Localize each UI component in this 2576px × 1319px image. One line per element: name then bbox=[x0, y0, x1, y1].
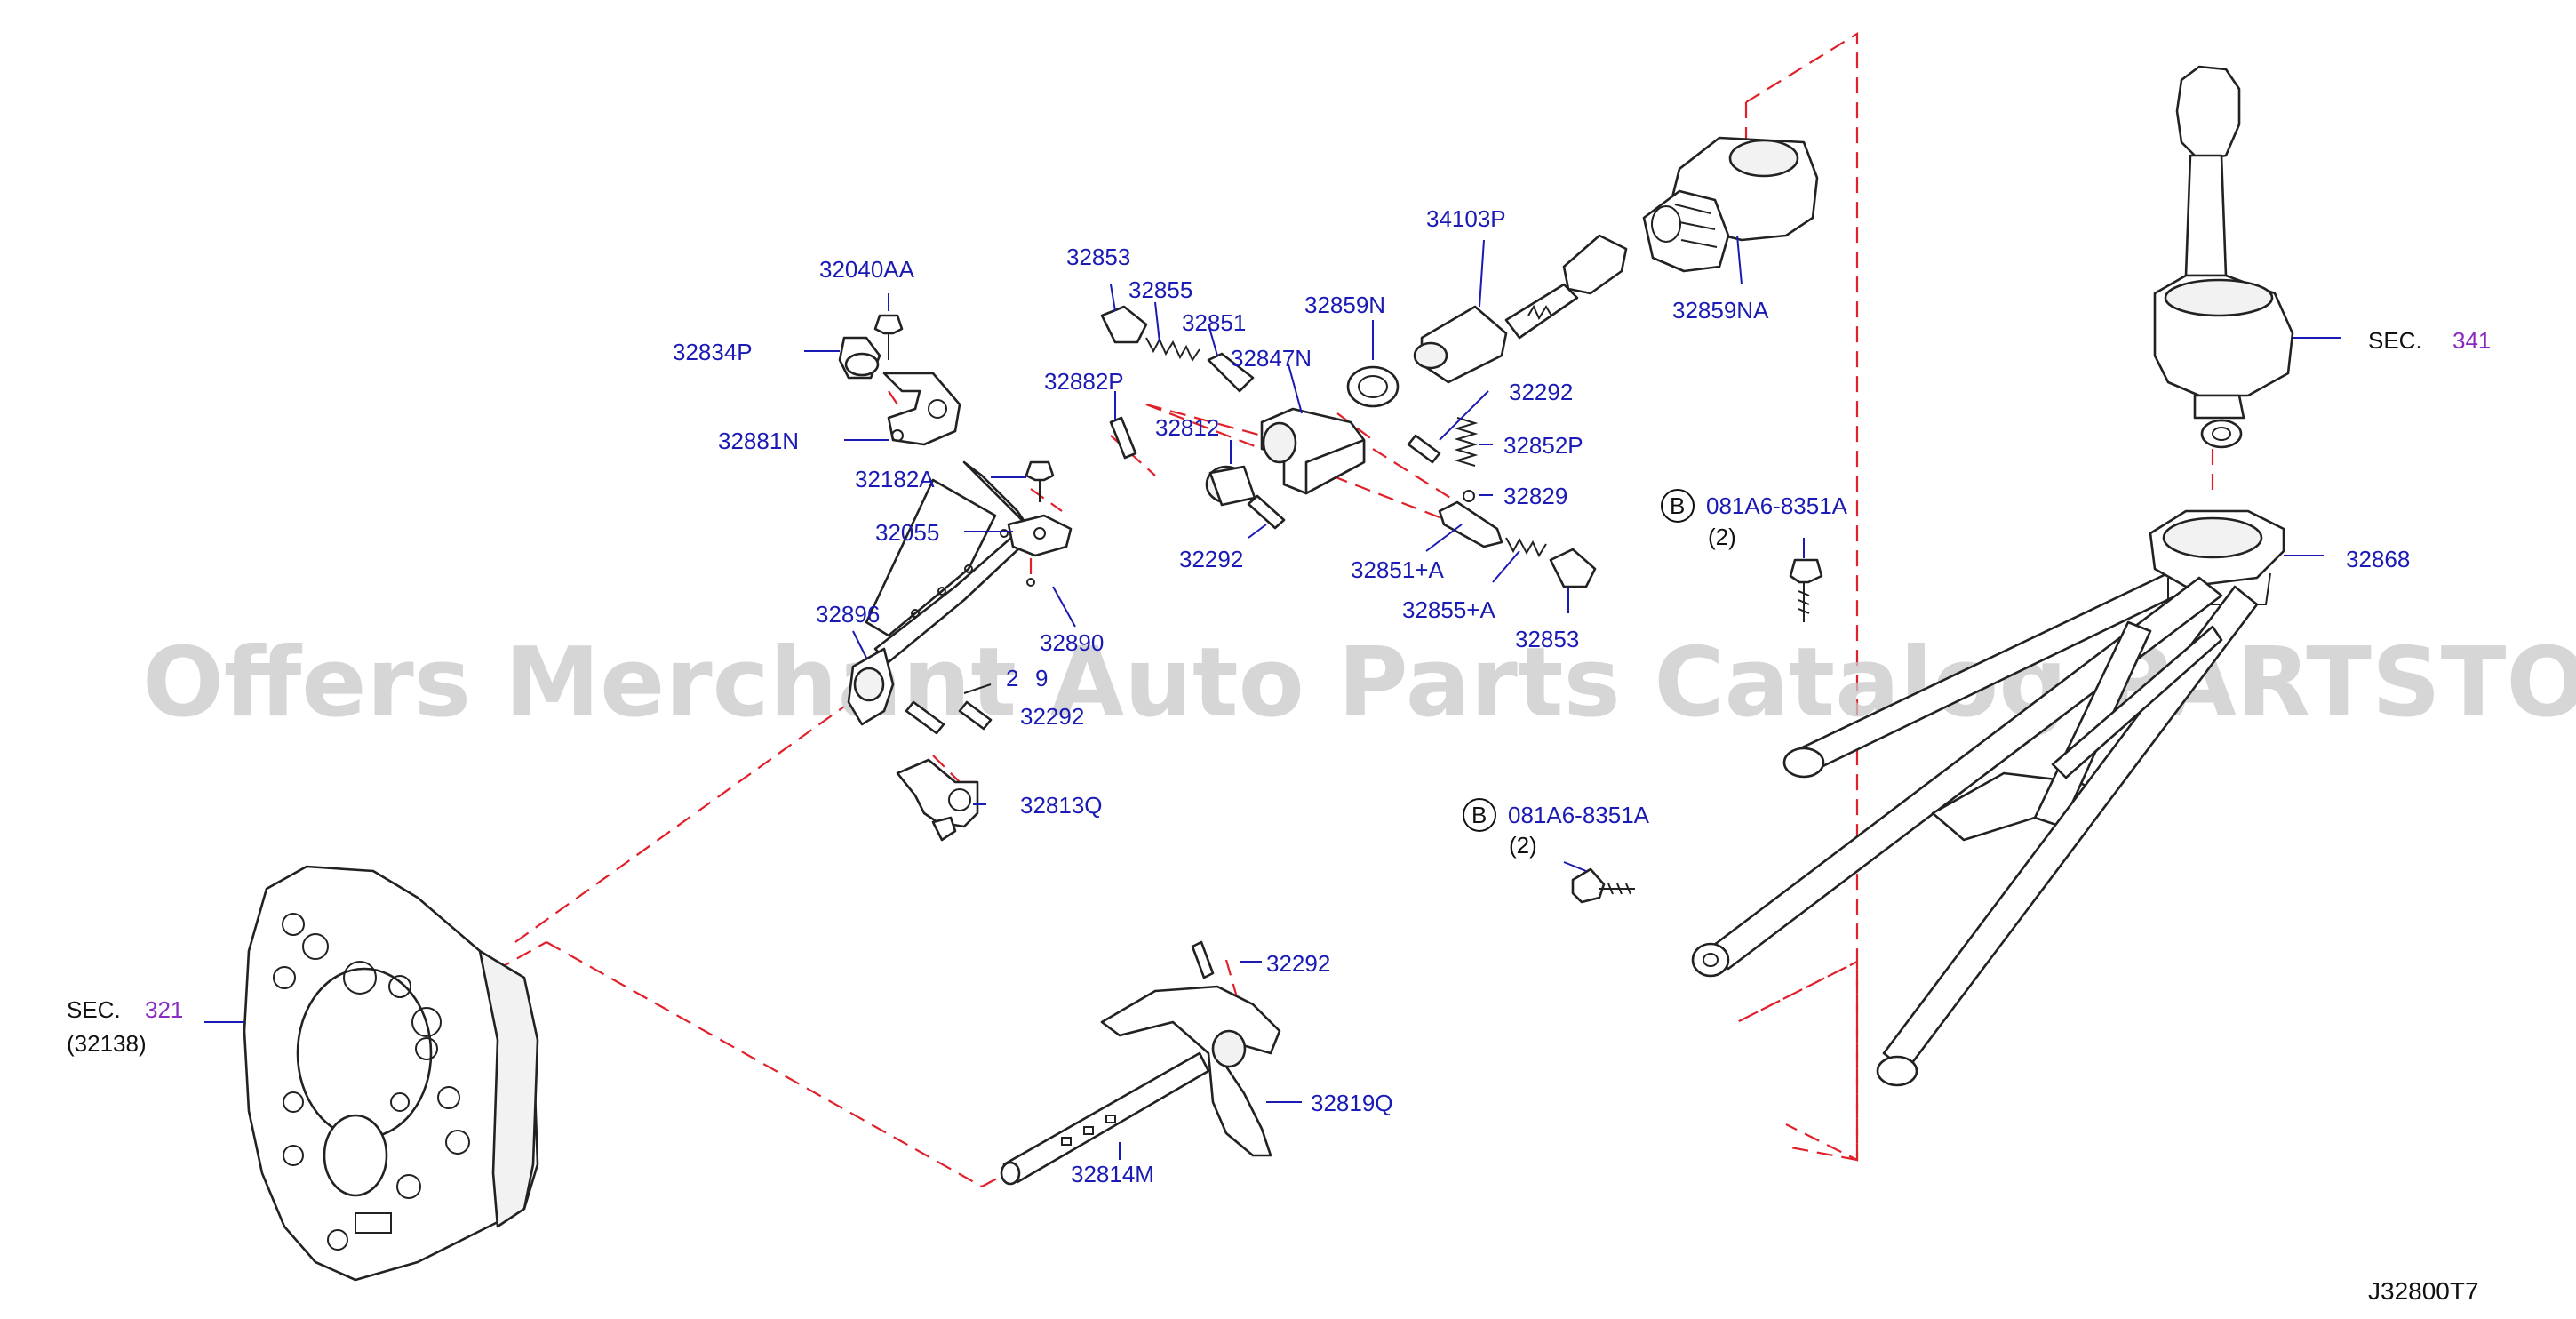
label-32055[interactable]: 32055 bbox=[875, 519, 939, 546]
section-right-prefix: SEC. bbox=[2368, 327, 2422, 354]
label-32813Q[interactable]: 32813Q bbox=[1020, 792, 1103, 819]
label-32868[interactable]: 32868 bbox=[2346, 546, 2410, 572]
shift-fork-assembly bbox=[1000, 940, 1281, 1186]
shift-rod-assembly bbox=[838, 314, 1286, 842]
bolt-ref-qty-1: (2) bbox=[1708, 524, 1736, 550]
label-32812[interactable]: 32812 bbox=[1155, 414, 1219, 441]
bolt-ref-badge-2 bbox=[1463, 798, 1496, 832]
bolt-ref-letter-1: B bbox=[1670, 492, 1685, 519]
label-32851[interactable]: 32851 bbox=[1182, 309, 1246, 336]
label-32896[interactable]: 32896 bbox=[816, 601, 880, 628]
label-32819Q[interactable]: 32819Q bbox=[1311, 1090, 1393, 1116]
control-rod-32868 bbox=[1571, 509, 2285, 1087]
label-32859N[interactable]: 32859N bbox=[1304, 292, 1385, 318]
label-32851A[interactable]: 32851+A bbox=[1351, 556, 1444, 583]
label-32829[interactable]: 32829 bbox=[1503, 483, 1567, 509]
label-32040AA[interactable]: 32040AA bbox=[819, 256, 915, 283]
label-32853-top[interactable]: 32853 bbox=[1066, 244, 1130, 270]
label-fragment-2: 2 bbox=[1006, 665, 1018, 691]
section-left-prefix: SEC. bbox=[67, 996, 121, 1023]
leader-lines bbox=[204, 235, 2341, 1160]
label-32855[interactable]: 32855 bbox=[1128, 276, 1192, 303]
bolt-ref-part-2[interactable]: 081A6-8351A bbox=[1508, 802, 1650, 828]
label-32292-left[interactable]: 32292 bbox=[1020, 703, 1084, 730]
shift-boot bbox=[1642, 136, 1819, 273]
label-32292-bottom[interactable]: 32292 bbox=[1266, 950, 1330, 977]
striking-assembly bbox=[1100, 234, 1628, 588]
transmission-housing bbox=[243, 865, 539, 1282]
label-32814M[interactable]: 32814M bbox=[1071, 1161, 1154, 1187]
label-32292-mid[interactable]: 32292 bbox=[1179, 546, 1243, 572]
section-right-number[interactable]: 341 bbox=[2452, 327, 2491, 354]
label-32855A[interactable]: 32855+A bbox=[1402, 596, 1495, 623]
section-left-sub: (32138) bbox=[67, 1030, 147, 1057]
bolt-ref-letter-2: B bbox=[1471, 802, 1487, 828]
shift-lever bbox=[2153, 65, 2294, 449]
label-fragment-9: 9 bbox=[1035, 665, 1048, 691]
label-32847N[interactable]: 32847N bbox=[1231, 345, 1312, 372]
label-32834P[interactable]: 32834P bbox=[673, 339, 753, 365]
label-32890[interactable]: 32890 bbox=[1040, 629, 1104, 656]
label-32859NA[interactable]: 32859NA bbox=[1672, 297, 1769, 324]
bolt-ref-qty-2: (2) bbox=[1509, 832, 1537, 859]
label-32882P[interactable]: 32882P bbox=[1044, 368, 1124, 395]
label-32182A[interactable]: 32182A bbox=[855, 466, 935, 492]
bolt-ref-badge-1 bbox=[1661, 489, 1695, 523]
label-32292-right[interactable]: 32292 bbox=[1509, 379, 1573, 405]
label-32881N[interactable]: 32881N bbox=[718, 428, 799, 454]
label-32853-bottom[interactable]: 32853 bbox=[1515, 626, 1579, 652]
bolt-ref-part-1[interactable]: 081A6-8351A bbox=[1706, 492, 1848, 519]
label-32852P[interactable]: 32852P bbox=[1503, 432, 1583, 459]
diagram-code: J32800T7 bbox=[2368, 1277, 2479, 1305]
label-34103P[interactable]: 34103P bbox=[1426, 205, 1506, 232]
section-left-number[interactable]: 321 bbox=[145, 996, 183, 1023]
part-labels: 32040AA 32834P 32881N 32182A 32055 32896… bbox=[67, 205, 2491, 1305]
